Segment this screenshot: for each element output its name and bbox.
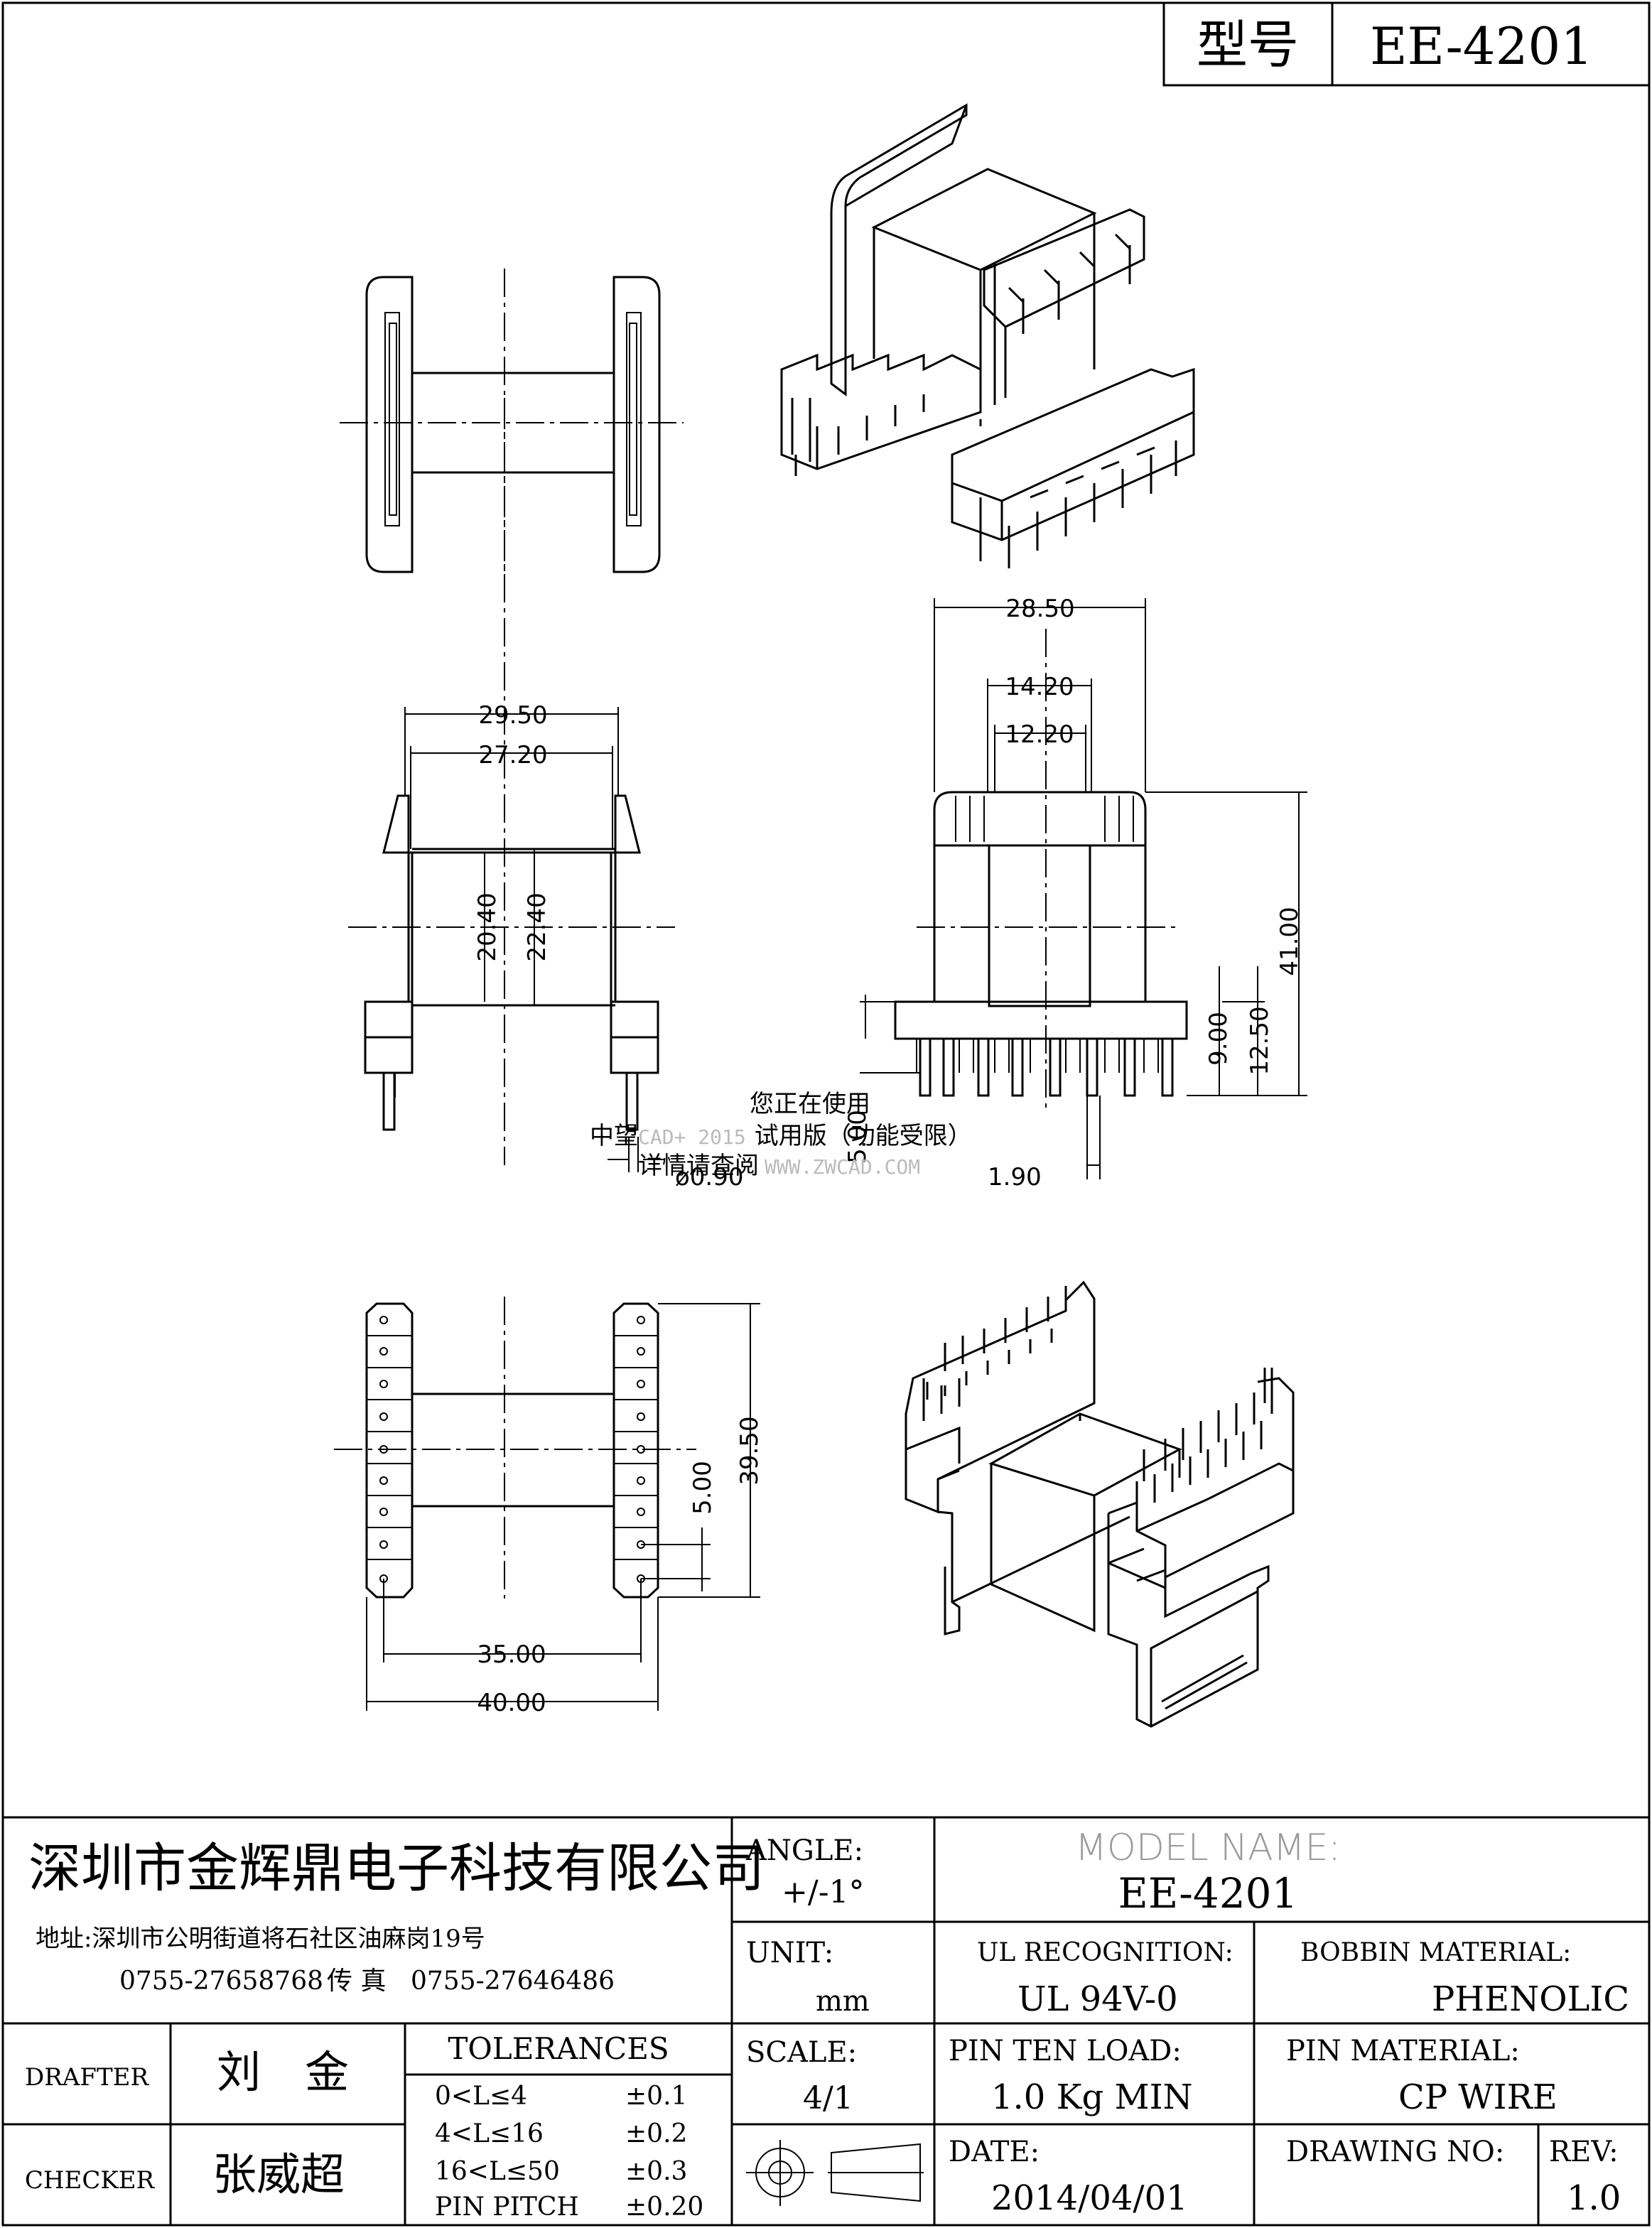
dim-side-width-inner: 27.20 <box>478 741 547 769</box>
iso-view-top <box>780 103 1195 568</box>
ul-value: UL 94V-0 <box>1017 1979 1178 2019</box>
title-block-text: 深圳市金辉鼎电子科技有限公司 地址:深圳市公明街道将石社区油麻岗19号 0755… <box>25 1827 1629 2222</box>
tolerance-range-2: 16<L≤50 <box>435 2157 560 2186</box>
title-block <box>3 1816 1649 2225</box>
dim-pin-tail: 1.90 <box>988 1163 1042 1191</box>
header-model-label: 型号 <box>1197 15 1299 75</box>
dim-side-h2: 22.40 <box>523 892 551 961</box>
rev-label: REV: <box>1549 2136 1619 2168</box>
rev-value: 1.0 <box>1567 2178 1621 2218</box>
pin-material-value: CP WIRE <box>1398 2077 1557 2117</box>
ul-label: UL RECOGNITION: <box>977 1938 1233 1967</box>
company-fax-label: 传 真 <box>327 1967 386 1996</box>
top-view <box>340 269 684 583</box>
angle-value: +/-1° <box>782 1874 865 1910</box>
company-address: 地址:深圳市公明街道将石社区油麻岗19号 <box>36 1925 485 1953</box>
dim-front-height: 41.00 <box>1275 907 1304 975</box>
front-view: 28.50 14.20 12.20 41.00 9.00 12.50 5.00 … <box>843 595 1307 1191</box>
side-view: 29.50 27.20 20.40 22.40 ø0.90 <box>348 398 744 1191</box>
date-value: 2014/04/01 <box>991 2178 1188 2218</box>
header-model-value: EE-4201 <box>1370 16 1593 76</box>
dim-side-width-outer: 29.50 <box>478 701 547 730</box>
watermark-line1: 您正在使用 <box>750 1090 870 1118</box>
tolerance-value-0: ±0.1 <box>625 2082 687 2111</box>
model-name-label: MODEL NAME: <box>1075 1827 1341 1869</box>
tolerance-value-3: ±0.20 <box>625 2192 703 2222</box>
bottom-pin-holes <box>379 1316 645 1583</box>
unit-value: mm <box>816 1985 870 2018</box>
bottom-view: 39.50 5.00 35.00 40.00 <box>334 1297 764 1717</box>
company-phone: 0755-27658768 <box>119 1967 323 1996</box>
tolerance-value-1: ±0.2 <box>625 2119 687 2148</box>
tolerance-range-3: PIN PITCH <box>435 2192 579 2222</box>
tolerance-range-0: 0<L≤4 <box>435 2082 527 2111</box>
scale-value: 4/1 <box>803 2080 853 2116</box>
projection-symbol-icon <box>746 2140 924 2206</box>
iso-view-bottom <box>905 1280 1295 1728</box>
dim-front-w2: 14.20 <box>1005 673 1074 701</box>
front-pins <box>919 1037 1174 1097</box>
unit-label: UNIT: <box>746 1937 833 1969</box>
tolerance-value-2: ±0.3 <box>625 2157 687 2186</box>
pin-load-label: PIN TEN LOAD: <box>949 2035 1182 2067</box>
date-label: DATE: <box>949 2136 1040 2168</box>
pin-material-label: PIN MATERIAL: <box>1286 2035 1520 2067</box>
dim-bottom-h1: 39.50 <box>735 1416 764 1485</box>
bobbin-label: BOBBIN MATERIAL: <box>1300 1938 1571 1967</box>
dim-front-w3: 12.20 <box>1005 720 1074 749</box>
angle-label: ANGLE: <box>745 1834 863 1867</box>
dim-bottom-w2: 40.00 <box>477 1689 546 1717</box>
dim-front-h2: 9.00 <box>1204 1012 1233 1066</box>
dim-bottom-pitch: 5.00 <box>689 1461 717 1515</box>
checker-label: CHECKER <box>25 2166 156 2195</box>
pin-load-value: 1.0 Kg MIN <box>991 2077 1193 2117</box>
checker-value: 张威超 <box>212 2148 345 2200</box>
tolerances-label: TOLERANCES <box>448 2031 669 2066</box>
tolerance-range-1: 4<L≤16 <box>435 2119 544 2148</box>
scale-label: SCALE: <box>746 2036 857 2069</box>
dim-front-h3: 12.50 <box>1246 1006 1274 1075</box>
company-fax: 0755-27646486 <box>411 1967 615 1996</box>
drafter-label: DRAFTER <box>25 2063 150 2092</box>
company-name: 深圳市金辉鼎电子科技有限公司 <box>28 1838 765 1899</box>
drafter-value: 刘 金 <box>217 2046 349 2098</box>
bobbin-value: PHENOLIC <box>1432 1979 1629 2019</box>
dim-pin-dia: ø0.90 <box>675 1163 744 1191</box>
dim-side-h1: 20.40 <box>473 892 502 961</box>
dim-bottom-w1: 35.00 <box>477 1640 546 1669</box>
dim-front-width: 28.50 <box>1005 595 1074 623</box>
dim-front-h4: 5.00 <box>843 1110 872 1164</box>
drawing-no-label: DRAWING NO: <box>1286 2136 1504 2168</box>
model-name-value: EE-4201 <box>1118 1869 1298 1918</box>
header-model-box: 型号 EE-4201 <box>1162 1 1651 87</box>
